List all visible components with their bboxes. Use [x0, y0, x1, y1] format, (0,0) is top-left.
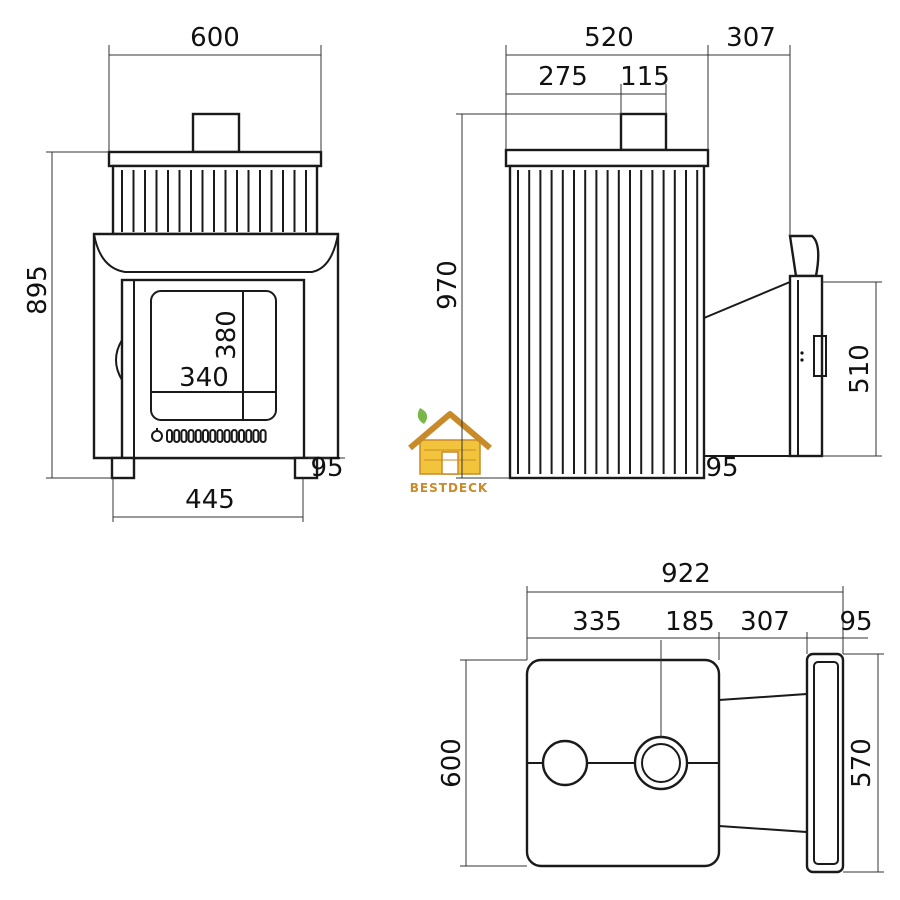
top-hole-left [541, 739, 589, 787]
side-tank [788, 274, 824, 458]
vent-slot [216, 429, 224, 443]
side-height-label: 970 [433, 260, 463, 310]
vent-slot [209, 429, 217, 443]
vent-slot [187, 429, 195, 443]
top-tank-depth-label: 307 [740, 607, 790, 637]
side-tank-connector [703, 280, 791, 457]
side-tank-tap [813, 335, 827, 377]
side-chimney-width-label: 115 [620, 62, 670, 92]
vent-slot [230, 429, 238, 443]
front-vents [166, 429, 267, 443]
front-door-inner [133, 279, 305, 459]
front-glass [150, 290, 277, 421]
vent-slot [245, 429, 253, 443]
front-view: 600 895 380 340 95 445 [23, 23, 345, 522]
top-chimney-inner [641, 743, 681, 783]
side-tank-height-label: 510 [845, 344, 875, 394]
front-door-hinge [115, 339, 123, 381]
side-leg-height-label: 95 [705, 453, 738, 483]
top-tank [805, 652, 845, 874]
front-leg-right [293, 456, 319, 480]
front-glass-height-label: 380 [212, 310, 242, 360]
vent-slot [194, 429, 202, 443]
vent-slot [173, 429, 181, 443]
vent-slot [252, 429, 260, 443]
front-width-top-label: 600 [190, 23, 240, 53]
front-height-label: 895 [23, 265, 53, 315]
side-chimney [619, 112, 668, 152]
side-top-plate [504, 148, 710, 168]
vent-slot [180, 429, 188, 443]
front-leg-left [110, 456, 136, 480]
top-chimney-width-label: 185 [665, 607, 715, 637]
front-shelf [93, 233, 339, 273]
side-tank-depth-label: 307 [726, 23, 776, 53]
top-tank-connector [718, 692, 808, 834]
front-leg-height-label: 95 [310, 453, 343, 483]
logo-text: BESTDECK [410, 481, 488, 495]
logo: BESTDECK [408, 408, 492, 495]
top-tank-extra-label: 95 [839, 607, 872, 637]
house-leaf-icon [408, 408, 492, 475]
top-width-label: 600 [437, 738, 467, 788]
side-ribs [517, 170, 699, 474]
vent-slot [238, 429, 245, 443]
front-ribs [121, 170, 307, 232]
side-view: 520 307 275 115 970 510 95 [433, 23, 882, 483]
front-width-bottom-label: 445 [185, 485, 235, 515]
side-tank-lid [788, 234, 820, 278]
front-glass-width-label: 340 [179, 363, 229, 393]
top-view: 922 335 185 307 95 600 570 [437, 559, 884, 874]
front-chimney [191, 112, 241, 154]
side-depth-label: 520 [584, 23, 634, 53]
top-tank-width-label: 570 [847, 738, 877, 788]
top-offset-front-label: 335 [572, 607, 622, 637]
side-offset-front-label: 275 [538, 62, 588, 92]
vent-slot [166, 429, 173, 443]
vent-slot [223, 429, 231, 443]
vent-slot [259, 429, 267, 443]
front-top-plate [107, 150, 323, 168]
top-total-length-label: 922 [661, 559, 711, 589]
vent-slot [202, 429, 209, 443]
